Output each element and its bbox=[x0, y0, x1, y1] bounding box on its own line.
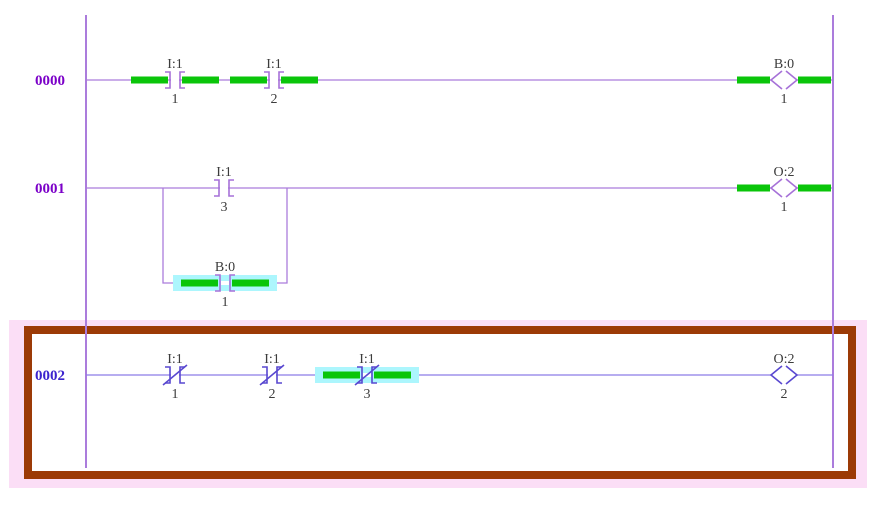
contact-right-bracket-icon bbox=[179, 366, 185, 384]
bit-label: 1 bbox=[781, 200, 788, 215]
nc-slash-icon bbox=[354, 364, 380, 386]
bit-label: 2 bbox=[269, 387, 276, 402]
address-label: B:0 bbox=[774, 57, 794, 72]
power-flow-bar bbox=[737, 184, 770, 192]
bit-label: 1 bbox=[222, 295, 229, 310]
power-flow-bar bbox=[798, 76, 831, 84]
coil-right-paren-icon bbox=[785, 178, 799, 198]
nc-contact-I:1-3[interactable]: I:1 3 bbox=[315, 352, 419, 402]
contact-left-bracket-icon bbox=[357, 366, 363, 384]
symbol-gap bbox=[772, 78, 796, 82]
nc-slash-icon bbox=[162, 364, 188, 386]
no-contact-B:0-1[interactable]: B:0 1 bbox=[173, 260, 277, 310]
rung-number[interactable]: 0000 bbox=[35, 73, 65, 89]
power-flow-bar bbox=[798, 184, 831, 192]
no-contact-I:1-3[interactable]: I:1 3 bbox=[214, 165, 234, 215]
address-label: O:2 bbox=[774, 352, 795, 367]
bit-label: 1 bbox=[172, 387, 179, 402]
rung-0000: 0000 I:1 1 I:1 2 B:0 1 bbox=[35, 57, 833, 107]
contact-left-bracket-icon bbox=[165, 366, 171, 384]
bit-label: 2 bbox=[781, 387, 788, 402]
contact-left-bracket-icon bbox=[214, 179, 220, 197]
address-label: B:0 bbox=[215, 260, 235, 275]
no-contact-I:1-1[interactable]: I:1 1 bbox=[131, 57, 219, 107]
bit-label: 3 bbox=[221, 200, 228, 215]
address-label: O:2 bbox=[774, 165, 795, 180]
coil-right-paren-icon bbox=[785, 365, 799, 385]
contact-right-bracket-icon bbox=[179, 71, 185, 89]
symbol-gap bbox=[171, 78, 179, 82]
symbol-gap bbox=[220, 186, 228, 190]
contact-right-bracket-icon bbox=[229, 274, 235, 292]
contact-right-bracket-icon bbox=[371, 366, 377, 384]
rung-0002: 0002 I:1 1 I:1 2 I:1 3 O:2 2 bbox=[35, 352, 833, 402]
nc-contact-I:1-1[interactable]: I:1 1 bbox=[162, 352, 188, 402]
coil-O:2-2[interactable]: O:2 2 bbox=[769, 352, 799, 402]
address-label: I:1 bbox=[359, 352, 375, 367]
coil-left-paren-icon bbox=[769, 365, 783, 385]
contact-right-bracket-icon bbox=[278, 71, 284, 89]
address-label: I:1 bbox=[167, 352, 183, 367]
power-flow-bar bbox=[131, 76, 168, 84]
symbol-gap bbox=[221, 281, 229, 285]
no-contact-I:1-2[interactable]: I:1 2 bbox=[230, 57, 318, 107]
address-label: I:1 bbox=[266, 57, 282, 72]
contact-left-bracket-icon bbox=[165, 71, 171, 89]
power-flow-bar bbox=[232, 279, 269, 287]
coil-B:0-1[interactable]: B:0 1 bbox=[737, 57, 831, 107]
symbol-gap bbox=[270, 78, 278, 82]
address-label: I:1 bbox=[264, 352, 280, 367]
power-flow-bar bbox=[230, 76, 267, 84]
rung-number[interactable]: 0002 bbox=[35, 368, 65, 384]
symbol-gap bbox=[772, 186, 796, 190]
power-flow-bar bbox=[323, 371, 360, 379]
nc-slash-icon bbox=[259, 364, 285, 386]
bit-label: 1 bbox=[172, 92, 179, 107]
power-flow-bar bbox=[374, 371, 411, 379]
rung-selection-box bbox=[9, 320, 867, 488]
contact-left-bracket-icon bbox=[264, 71, 270, 89]
bit-label: 3 bbox=[364, 387, 371, 402]
symbol-gap bbox=[772, 373, 796, 377]
bit-label: 2 bbox=[271, 92, 278, 107]
contact-left-bracket-icon bbox=[262, 366, 268, 384]
selection-border bbox=[24, 326, 856, 479]
nc-contact-I:1-2[interactable]: I:1 2 bbox=[259, 352, 285, 402]
power-flow-bar bbox=[181, 279, 218, 287]
power-flow-bar bbox=[182, 76, 219, 84]
coil-O:2-1[interactable]: O:2 1 bbox=[737, 165, 831, 215]
bit-label: 1 bbox=[781, 92, 788, 107]
coil-left-paren-icon bbox=[769, 70, 783, 90]
contact-right-bracket-icon bbox=[276, 366, 282, 384]
coil-right-paren-icon bbox=[785, 70, 799, 90]
power-flow-bar bbox=[281, 76, 318, 84]
contact-right-bracket-icon bbox=[228, 179, 234, 197]
rung-number[interactable]: 0001 bbox=[35, 181, 65, 197]
coil-left-paren-icon bbox=[769, 178, 783, 198]
power-flow-bar bbox=[737, 76, 770, 84]
contact-left-bracket-icon bbox=[215, 274, 221, 292]
address-label: I:1 bbox=[216, 165, 232, 180]
address-label: I:1 bbox=[167, 57, 183, 72]
